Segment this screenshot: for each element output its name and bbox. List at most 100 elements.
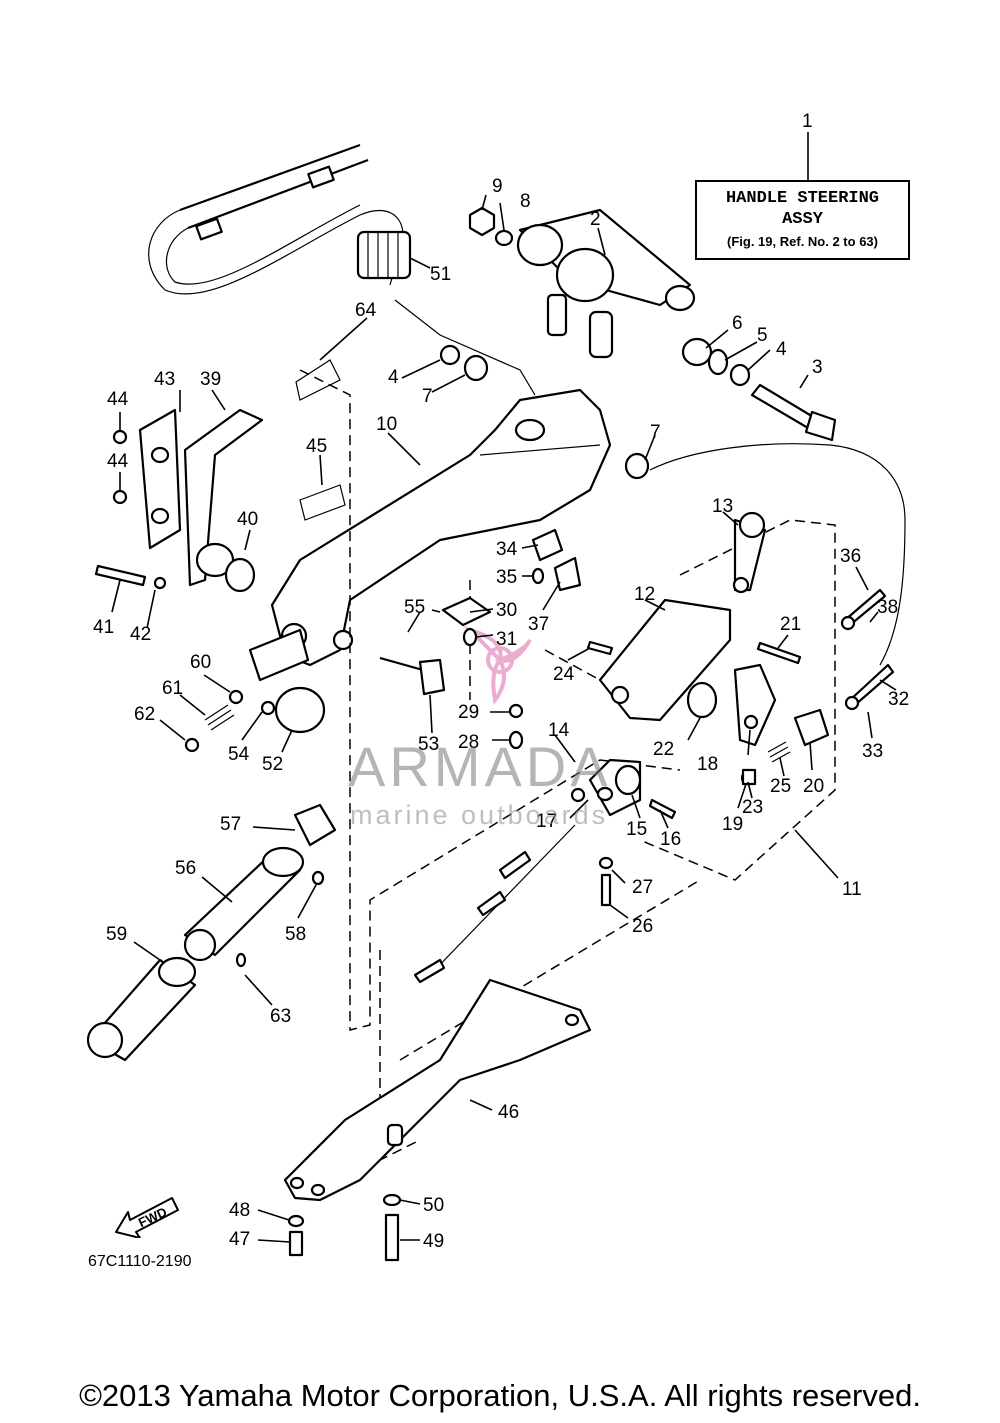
callout-1: 1 xyxy=(802,111,813,132)
throttle-cable-loop xyxy=(148,143,536,396)
clip-23 xyxy=(741,768,757,786)
fwd-label: FWD xyxy=(136,1204,169,1230)
lever-13 xyxy=(732,511,767,594)
washer-42 xyxy=(153,576,167,590)
screw-24 xyxy=(586,640,614,656)
callout-56: 56 xyxy=(175,858,196,879)
callout-4a: 4 xyxy=(388,367,399,388)
base-plate-46 xyxy=(283,978,592,1202)
callout-39: 39 xyxy=(200,369,221,390)
callout-6: 6 xyxy=(732,313,743,334)
shift-cable xyxy=(413,824,576,984)
callout-32: 32 xyxy=(888,689,909,710)
callout-37: 37 xyxy=(528,614,549,635)
callout-64: 64 xyxy=(355,300,377,321)
callout-7a: 7 xyxy=(422,386,433,407)
callout-31: 31 xyxy=(496,629,517,650)
callout-43: 43 xyxy=(154,369,175,390)
assembly-title-line1: HANDLE STEERING xyxy=(725,189,880,208)
callout-55: 55 xyxy=(404,597,425,618)
washer-48 xyxy=(287,1214,305,1228)
screw-47 xyxy=(288,1230,304,1257)
callout-11: 11 xyxy=(842,879,862,900)
callout-41: 41 xyxy=(93,617,114,638)
shaft-21 xyxy=(756,641,802,665)
spring-25 xyxy=(767,741,791,763)
assembly-title-line2: ASSY xyxy=(782,210,823,229)
callout-30: 30 xyxy=(496,600,517,621)
callout-8: 8 xyxy=(520,191,531,212)
shift-rod-53 xyxy=(379,656,446,696)
callout-10: 10 xyxy=(376,414,397,435)
callout-20: 20 xyxy=(803,776,824,797)
callout-18: 18 xyxy=(697,754,718,775)
callout-15: 15 xyxy=(626,819,647,840)
callout-25: 25 xyxy=(770,776,791,797)
callout-46: 46 xyxy=(498,1102,519,1123)
cam-18 xyxy=(733,663,777,747)
hardware-top xyxy=(439,206,751,480)
cable-right xyxy=(649,443,906,711)
fwd-arrow-icon: FWD xyxy=(115,1197,179,1238)
callout-14: 14 xyxy=(548,720,570,741)
callout-58: 58 xyxy=(285,924,306,945)
screw-63 xyxy=(235,952,247,968)
callout-62: 62 xyxy=(134,704,155,725)
assembly-reference: (Fig. 19, Ref. No. 2 to 63) xyxy=(727,234,878,249)
callout-35: 35 xyxy=(496,567,517,588)
assy-outline-bracket xyxy=(639,519,836,881)
callout-36: 36 xyxy=(840,546,861,567)
throttle-grip xyxy=(86,803,337,1062)
callout-49: 49 xyxy=(423,1231,444,1252)
callout-13: 13 xyxy=(712,496,733,517)
callout-9: 9 xyxy=(492,176,503,197)
shift-mechanism-14 xyxy=(570,758,677,820)
mid-hardware xyxy=(441,528,582,750)
callout-34: 34 xyxy=(496,539,518,560)
screw-44b xyxy=(112,489,128,505)
bolt-3 xyxy=(750,383,837,442)
callout-54: 54 xyxy=(228,744,250,765)
callout-48: 48 xyxy=(229,1200,250,1221)
steering-bracket-2 xyxy=(516,208,696,359)
spring-set xyxy=(184,689,244,753)
steering-handle-arm-10 xyxy=(270,388,612,667)
callout-22: 22 xyxy=(653,739,674,760)
leader-lines xyxy=(111,132,897,1243)
callout-16: 16 xyxy=(660,829,681,850)
bracket-12 xyxy=(598,598,732,722)
callout-27: 27 xyxy=(632,877,653,898)
callout-44b: 44 xyxy=(107,451,129,472)
screw-49 xyxy=(384,1213,400,1262)
catalog-code: 67C1110-2190 xyxy=(88,1253,192,1270)
callout-44a: 44 xyxy=(107,389,129,410)
screw-58 xyxy=(311,870,325,886)
callout-50: 50 xyxy=(423,1195,444,1216)
callout-4b: 4 xyxy=(776,339,787,360)
callout-47: 47 xyxy=(229,1229,250,1250)
label-plate-64 xyxy=(295,359,341,401)
screw-44a xyxy=(112,429,128,445)
callout-59: 59 xyxy=(106,924,127,945)
callout-7b: 7 xyxy=(650,422,661,443)
callout-26: 26 xyxy=(632,916,653,937)
bolt-41 xyxy=(94,564,147,587)
callout-52: 52 xyxy=(262,754,283,775)
callout-labels: 1 2 3 4 4 5 6 7 7 8 9 10 11 12 13 14 15 … xyxy=(93,111,909,1252)
callout-38: 38 xyxy=(877,597,898,618)
washer-27 xyxy=(598,856,614,870)
callout-33: 33 xyxy=(862,741,883,762)
screw-26 xyxy=(600,873,612,907)
washer-50 xyxy=(382,1193,402,1207)
callout-3: 3 xyxy=(812,357,823,378)
callout-51: 51 xyxy=(430,264,451,285)
callout-5: 5 xyxy=(757,325,768,346)
callout-45: 45 xyxy=(306,436,327,457)
callout-40: 40 xyxy=(237,509,258,530)
label-plate-45 xyxy=(299,484,346,521)
plate-20 xyxy=(793,708,830,747)
callout-19: 19 xyxy=(722,814,743,835)
callout-60: 60 xyxy=(190,652,211,673)
callout-57: 57 xyxy=(220,814,241,835)
